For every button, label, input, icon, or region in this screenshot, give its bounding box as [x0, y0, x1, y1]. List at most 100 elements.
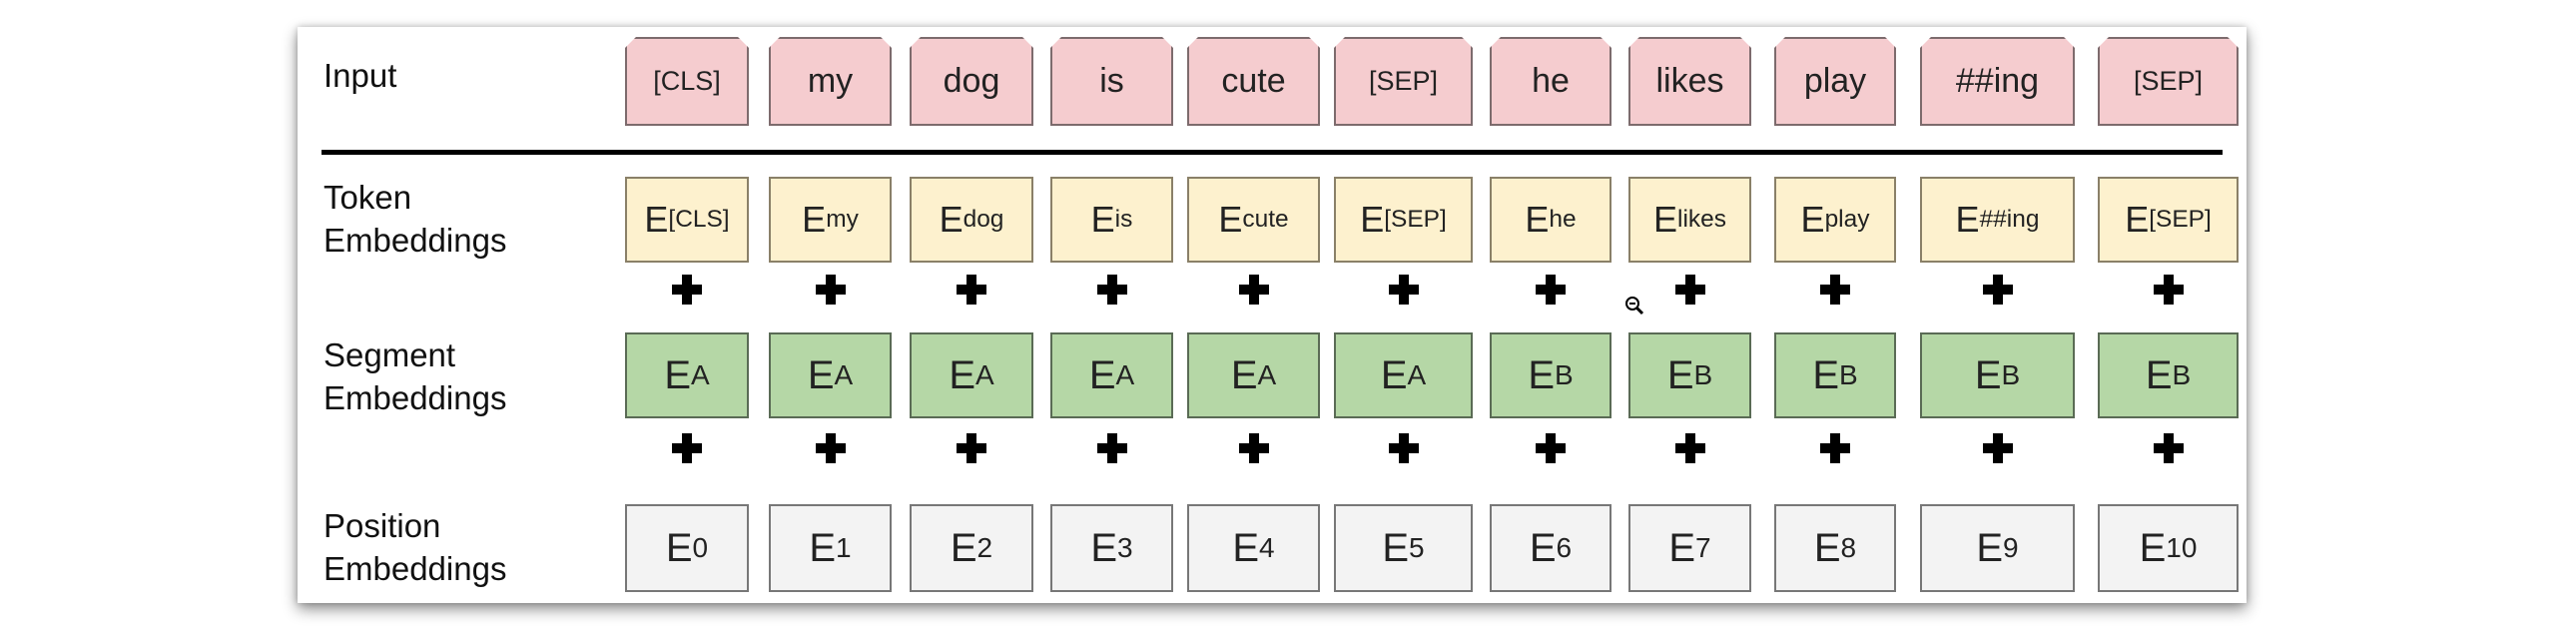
plus-icon: [1982, 275, 2013, 305]
embedding-symbol: E: [2139, 525, 2167, 570]
plus-icon: [1238, 275, 1269, 305]
plus-icon: [1536, 275, 1566, 305]
plus-icon: [1096, 275, 1127, 305]
embedding-symbol: E: [949, 352, 975, 397]
input-token-label: my: [807, 62, 854, 100]
embedding-symbol: E: [1976, 525, 2004, 570]
embedding-symbol: E: [1090, 525, 1118, 570]
input-token-label: cute: [1221, 62, 1286, 100]
input-token-label: he: [1532, 62, 1570, 100]
embedding-symbol: E: [1525, 199, 1550, 240]
input-token-box: cute: [1187, 37, 1320, 126]
row-label-token-embeddings: Token Embeddings: [323, 179, 507, 259]
token-embedding-box: E[CLS]: [625, 177, 749, 263]
embedding-symbol: E: [950, 525, 977, 570]
plus-icon: [1820, 275, 1850, 305]
embedding-symbol: E: [1380, 352, 1408, 397]
row-label-position-embeddings: Position Embeddings: [323, 507, 507, 587]
embedding-symbol: E: [1800, 199, 1825, 240]
embedding-symbol: E: [664, 352, 691, 397]
token-embedding-box: E##ing: [1920, 177, 2075, 263]
input-token-label: [SEP]: [1368, 66, 1439, 96]
plus-icon: [815, 275, 846, 305]
embedding-symbol: E: [802, 199, 827, 240]
plus-icon: [1096, 433, 1127, 463]
input-token-box: he: [1490, 37, 1611, 126]
embedding-symbol: E: [1668, 525, 1696, 570]
plus-icon: [1536, 433, 1566, 463]
zoom-out-icon: [1625, 297, 1644, 316]
input-token-box: likes: [1628, 37, 1751, 126]
token-embedding-box: E[SEP]: [1334, 177, 1473, 263]
embedding-symbol: E: [1232, 525, 1260, 570]
input-token-label: [CLS]: [653, 66, 721, 96]
embedding-symbol: E: [1382, 525, 1410, 570]
embedding-symbol: E: [1090, 199, 1115, 240]
embedding-symbol: E: [807, 352, 835, 397]
embedding-symbol: E: [1218, 199, 1243, 240]
plus-icon: [815, 433, 846, 463]
embedding-symbol: E: [1230, 352, 1258, 397]
embedding-symbol: E: [809, 525, 837, 570]
embedding-symbol: E: [1812, 352, 1839, 397]
input-token-label: likes: [1655, 62, 1724, 100]
plus-icon: [1674, 275, 1705, 305]
plus-icon: [957, 275, 986, 305]
embedding-symbol: E: [1955, 199, 1980, 240]
input-token-label: dog: [943, 62, 1000, 100]
embedding-symbol: E: [665, 525, 693, 570]
embedding-symbol: E: [2125, 199, 2150, 240]
embedding-symbol: E: [1360, 199, 1385, 240]
row-label-input: Input: [323, 57, 397, 94]
embedding-symbol: E: [1813, 525, 1841, 570]
plus-icon: [1238, 433, 1269, 463]
plus-icon: [1820, 433, 1850, 463]
plus-icon: [1674, 433, 1705, 463]
plus-icon: [1388, 433, 1419, 463]
embedding-symbol: E: [1528, 352, 1555, 397]
input-token-box: dog: [910, 37, 1033, 126]
input-token-box: [CLS]: [625, 37, 749, 126]
input-token-box: play: [1774, 37, 1896, 126]
input-token-label: play: [1803, 62, 1867, 100]
embedding-symbol: E: [644, 199, 669, 240]
embedding-symbol: E: [1974, 352, 2002, 397]
token-embedding-box: E[SEP]: [2098, 177, 2239, 263]
embedding-symbol: E: [1088, 352, 1116, 397]
input-token-box: [SEP]: [1334, 37, 1473, 126]
input-token-box: is: [1050, 37, 1173, 126]
plus-icon: [672, 275, 702, 305]
embedding-symbol: E: [939, 199, 964, 240]
input-token-box: [SEP]: [2098, 37, 2239, 126]
embedding-symbol: E: [1653, 199, 1678, 240]
embedding-symbol: E: [1529, 525, 1557, 570]
input-token-label: ##ing: [1955, 62, 2040, 100]
